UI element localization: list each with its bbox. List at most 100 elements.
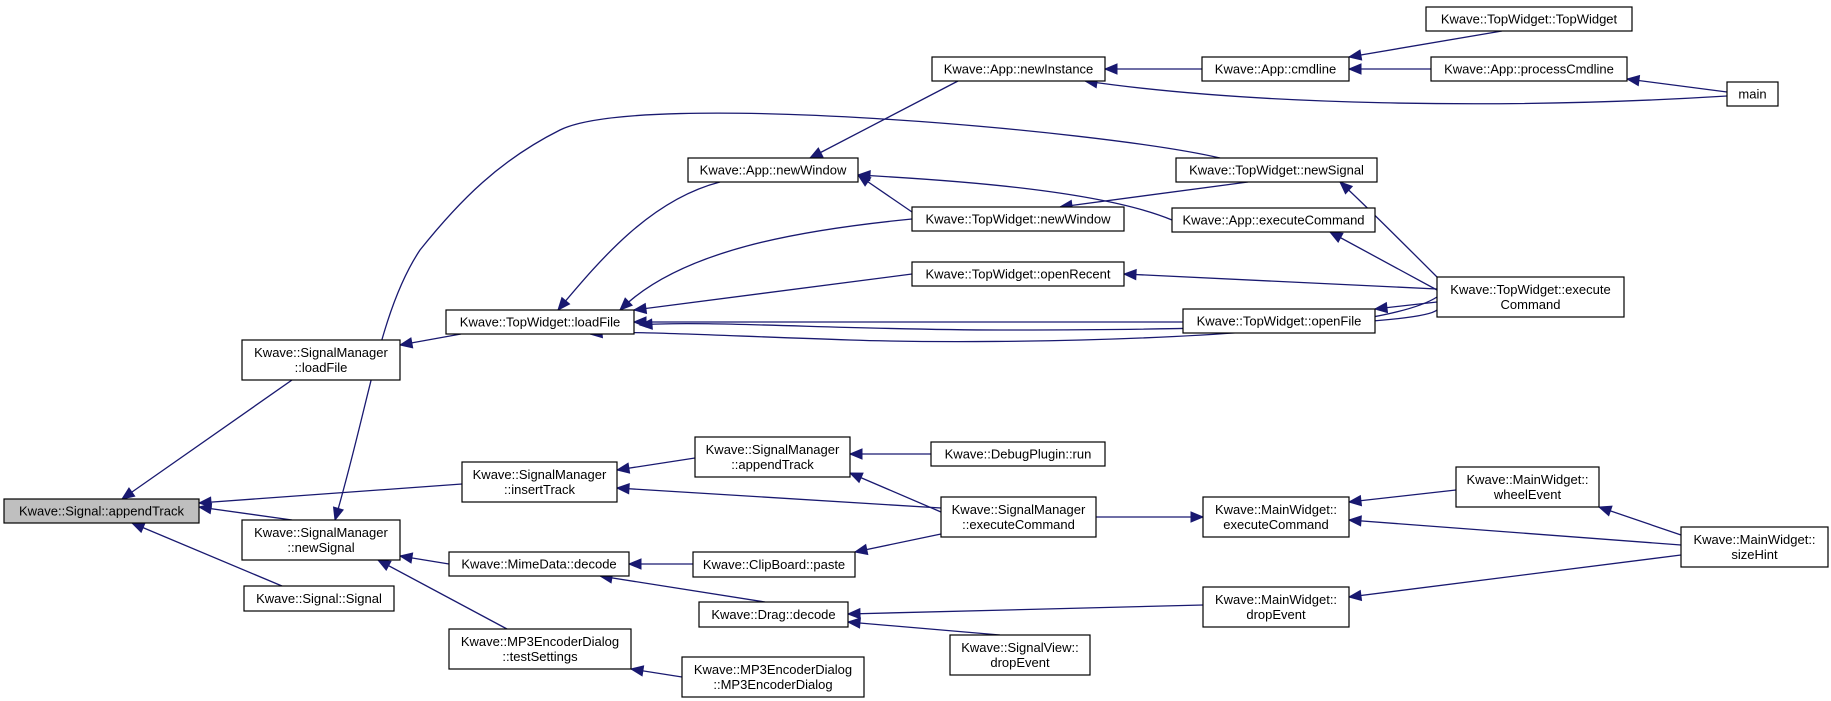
- node-label: ::testSettings: [502, 649, 578, 664]
- edge-svDropEvent-to-dragDecode: [847, 621, 1001, 636]
- arrowhead-twExecCmd-to-appExecCmd: [1328, 231, 1344, 244]
- node-label: Kwave::App::processCmdline: [1444, 62, 1614, 77]
- node-label: Kwave::SignalManager: [706, 442, 840, 457]
- arrowhead-twExecCmd-to-twNewSignal: [1339, 181, 1354, 195]
- node-box: [1182, 308, 1376, 334]
- node-label: Kwave::App::newInstance: [944, 62, 1094, 77]
- node-smLoadFile[interactable]: Kwave::SignalManager::loadFile: [241, 339, 401, 381]
- node-label: Kwave::DebugPlugin::run: [945, 447, 1092, 462]
- node-box: [1201, 56, 1350, 82]
- arrowhead-mp3Ctor-to-mp3TestSettings: [629, 665, 645, 677]
- node-dragDecode[interactable]: Kwave::Drag::decode: [698, 601, 849, 628]
- arrowhead-smLoadFile-to-appendTrack: [120, 487, 136, 500]
- node-box: [1430, 56, 1628, 82]
- node-appExecCmd[interactable]: Kwave::App::executeCommand: [1171, 207, 1376, 233]
- node-mwWheelEvent[interactable]: Kwave::MainWidget::wheelEvent: [1455, 466, 1600, 508]
- node-main[interactable]: main: [1726, 81, 1779, 107]
- node-mwSizeHint[interactable]: Kwave::MainWidget::sizeHint: [1680, 526, 1829, 568]
- edge-mwSizeHint-to-mwExecCmd: [1348, 519, 1682, 546]
- edge-smExecCmd-to-smAppendTrack: [849, 472, 942, 513]
- node-twNewSignal[interactable]: Kwave::TopWidget::newSignal: [1175, 157, 1378, 183]
- node-smAppendTrack[interactable]: Kwave::SignalManager::appendTrack: [694, 436, 851, 478]
- arrowhead-twOpenRecent-to-twLoadFile: [632, 302, 648, 315]
- node-mp3Ctor[interactable]: Kwave::MP3EncoderDialog::MP3EncoderDialo…: [681, 656, 865, 698]
- edge-smExecCmd-to-clipPaste: [854, 533, 942, 553]
- edge-appExecCmd-to-appNewWindow: [857, 174, 1173, 221]
- node-box: [911, 206, 1125, 232]
- node-twExecCmd[interactable]: Kwave::TopWidget::executeCommand: [1436, 276, 1625, 318]
- node-mwExecCmd[interactable]: Kwave::MainWidget::executeCommand: [1202, 496, 1350, 538]
- node-label: Command: [1501, 297, 1561, 312]
- node-label: Kwave::MainWidget::: [1215, 502, 1337, 517]
- node-twOpenRecent[interactable]: Kwave::TopWidget::openRecent: [911, 261, 1125, 287]
- arrowhead-appNewWindow-to-twLoadFile: [557, 296, 571, 311]
- node-box: [1726, 81, 1779, 107]
- edge-twExecCmd-to-appExecCmd: [1329, 231, 1438, 291]
- node-box: [241, 519, 401, 561]
- node-twNewWindow[interactable]: Kwave::TopWidget::newWindow: [911, 206, 1125, 232]
- node-label: executeCommand: [1223, 517, 1329, 532]
- arrowhead-svDropEvent-to-dragDecode: [846, 617, 861, 629]
- node-twOpenFile[interactable]: Kwave::TopWidget::openFile: [1182, 308, 1376, 334]
- node-appProcessCmdline[interactable]: Kwave::App::processCmdline: [1430, 56, 1628, 82]
- node-smInsertTrack[interactable]: Kwave::SignalManager::insertTrack: [461, 461, 618, 503]
- node-mwDropEvent[interactable]: Kwave::MainWidget::dropEvent: [1202, 586, 1350, 628]
- node-label: Kwave::MP3EncoderDialog: [694, 662, 852, 677]
- node-box: [931, 56, 1106, 82]
- arrowhead-smNewSignal-to-appendTrack: [197, 503, 213, 515]
- node-label: ::MP3EncoderDialog: [713, 677, 832, 692]
- node-box: [1202, 586, 1350, 628]
- arrowhead-mp3TestSettings-to-smNewSignal: [376, 559, 392, 571]
- node-appCmdline[interactable]: Kwave::App::cmdline: [1201, 56, 1350, 82]
- edge-smLoadFile-to-appendTrack: [121, 379, 293, 500]
- node-label: Kwave::SignalManager: [254, 525, 388, 540]
- arrowhead-appExecCmd-to-appNewWindow: [856, 169, 871, 182]
- node-box: [1175, 157, 1378, 183]
- node-box: [692, 551, 856, 578]
- node-box: [1171, 207, 1376, 233]
- node-twLoadFile[interactable]: Kwave::TopWidget::loadFile: [445, 309, 635, 335]
- node-svDropEvent[interactable]: Kwave::SignalView::dropEvent: [949, 634, 1091, 676]
- arrowhead-mwSizeHint-to-mwExecCmd: [1347, 515, 1362, 527]
- edge-mwSizeHint-to-mwDropEvent: [1348, 554, 1682, 598]
- node-twTopWidget[interactable]: Kwave::TopWidget::TopWidget: [1425, 6, 1633, 32]
- node-smExecCmd[interactable]: Kwave::SignalManager::executeCommand: [940, 496, 1097, 538]
- edge-twNewSignal-to-twNewWindow: [1059, 181, 1249, 208]
- node-box: [1436, 276, 1625, 318]
- node-label: Kwave::MainWidget::: [1215, 592, 1337, 607]
- node-label: Kwave::App::cmdline: [1215, 62, 1336, 77]
- node-box: [1680, 526, 1829, 568]
- node-box: [1202, 496, 1350, 538]
- node-clipPaste[interactable]: Kwave::ClipBoard::paste: [692, 551, 856, 578]
- arrowhead-twNewWindow-to-twLoadFile: [619, 297, 633, 311]
- node-box: [3, 498, 200, 524]
- node-mimeDecode[interactable]: Kwave::MimeData::decode: [448, 551, 630, 577]
- node-box: [940, 496, 1097, 538]
- arrowhead-mwDropEvent-to-dragDecode: [846, 607, 861, 620]
- node-label: main: [1738, 87, 1766, 102]
- node-layer: Kwave::Signal::appendTrackKwave::SignalM…: [3, 6, 1829, 698]
- arrowhead-appProcessCmdline-to-appCmdline: [1347, 63, 1362, 75]
- edge-appNewWindow-to-appNewInstance: [809, 80, 959, 159]
- node-box: [448, 628, 632, 670]
- node-box: [241, 339, 401, 381]
- edge-appNewWindow-to-twLoadFile: [557, 181, 721, 311]
- node-debugRun[interactable]: Kwave::DebugPlugin::run: [930, 441, 1106, 467]
- edge-signalCtor-to-appendTrack: [131, 522, 283, 587]
- arrowhead-smAppendTrack-to-smInsertTrack: [615, 462, 631, 474]
- edge-twExecCmd-to-twOpenRecent: [1123, 273, 1438, 290]
- node-smNewSignal[interactable]: Kwave::SignalManager::newSignal: [241, 519, 401, 561]
- node-box: [687, 157, 859, 183]
- node-appNewWindow[interactable]: Kwave::App::newWindow: [687, 157, 859, 183]
- node-label: ::loadFile: [295, 360, 348, 375]
- edge-mwSizeHint-to-mwWheelEvent: [1598, 506, 1682, 536]
- node-mp3TestSettings[interactable]: Kwave::MP3EncoderDialog::testSettings: [448, 628, 632, 670]
- node-label: sizeHint: [1731, 547, 1778, 562]
- arrowhead-twExecCmd-to-twLoadFile: [638, 318, 653, 330]
- edge-twOpenRecent-to-twLoadFile: [633, 273, 913, 311]
- node-box: [445, 309, 635, 335]
- node-box: [694, 436, 851, 478]
- node-appNewInstance[interactable]: Kwave::App::newInstance: [931, 56, 1106, 82]
- node-signalCtor[interactable]: Kwave::Signal::Signal: [243, 585, 395, 612]
- node-appendTrack[interactable]: Kwave::Signal::appendTrack: [3, 498, 200, 524]
